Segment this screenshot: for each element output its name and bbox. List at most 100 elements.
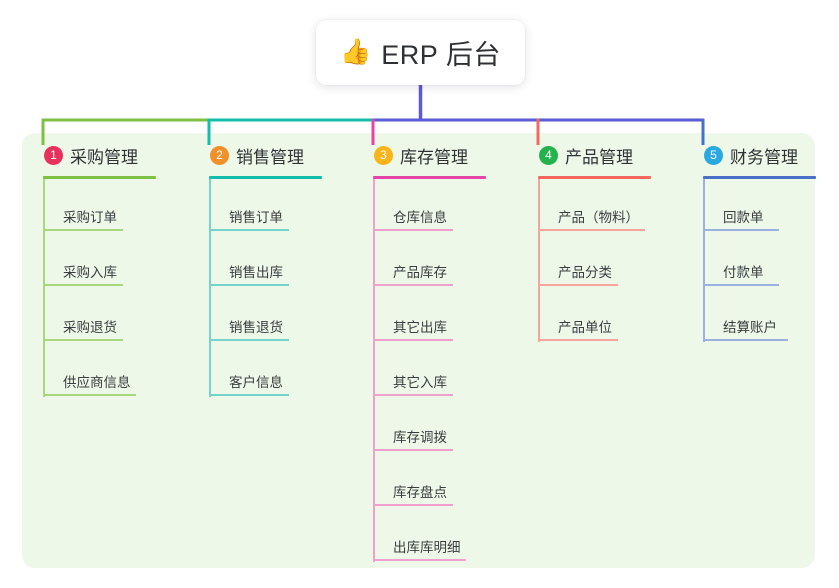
branch-spine <box>538 179 540 342</box>
branch-spine <box>43 179 45 397</box>
branch-title: 财务管理 <box>730 147 798 167</box>
leaf-item-label: 回款单 <box>723 210 764 225</box>
leaf-item[interactable]: 采购订单 <box>34 179 186 234</box>
branch-header-rule <box>209 176 322 179</box>
leaf-item[interactable]: 客户信息 <box>200 344 352 399</box>
leaf-item-rule <box>209 229 289 231</box>
leaf-item-label: 客户信息 <box>229 375 283 390</box>
leaf-item-rule <box>373 504 453 506</box>
branch-column-3: 3 库存管理仓库信息产品库存其它出库其它入库库存调拨库存盘点出库库明细 <box>364 142 516 564</box>
branch-leaf-list: 采购订单采购入库采购退货供应商信息 <box>34 179 186 399</box>
leaf-item-rule <box>373 284 453 286</box>
leaf-item-rule <box>538 339 618 341</box>
root-node-erp-backend[interactable]: 👍 ERP 后台 <box>316 20 525 85</box>
branch-spine <box>703 179 705 342</box>
leaf-item-label: 库存盘点 <box>393 485 447 500</box>
leaf-item[interactable]: 销售出库 <box>200 234 352 289</box>
branch-number-badge: 5 <box>704 145 723 165</box>
branch-header-3[interactable]: 3 库存管理 <box>364 142 516 168</box>
leaf-item-rule <box>43 229 123 231</box>
leaf-item-label: 结算账户 <box>723 320 777 335</box>
leaf-item[interactable]: 其它出库 <box>364 289 516 344</box>
leaf-item-rule <box>538 229 645 231</box>
leaf-item[interactable]: 库存调拨 <box>364 399 516 454</box>
branch-header-rule <box>43 176 156 179</box>
leaf-item[interactable]: 采购退货 <box>34 289 186 344</box>
leaf-item[interactable]: 采购入库 <box>34 234 186 289</box>
leaf-item-rule <box>43 394 136 396</box>
branch-header-4[interactable]: 4 产品管理 <box>529 142 689 168</box>
leaf-item[interactable]: 其它入库 <box>364 344 516 399</box>
leaf-item-label: 产品（物料） <box>558 210 639 225</box>
branch-number-badge: 4 <box>539 145 558 165</box>
leaf-item-rule <box>209 394 289 396</box>
leaf-item-label: 其它入库 <box>393 375 447 390</box>
branch-number-badge: 1 <box>44 145 63 165</box>
leaf-item[interactable]: 出库库明细 <box>364 509 516 564</box>
leaf-item-rule <box>703 339 788 341</box>
leaf-item[interactable]: 产品分类 <box>529 234 689 289</box>
leaf-item[interactable]: 销售退货 <box>200 289 352 344</box>
leaf-item-label: 产品分类 <box>558 265 612 280</box>
leaf-item[interactable]: 付款单 <box>694 234 839 289</box>
leaf-item-rule <box>43 284 123 286</box>
leaf-item-label: 出库库明细 <box>393 540 461 555</box>
leaf-item[interactable]: 产品库存 <box>364 234 516 289</box>
branch-header-rule <box>703 176 816 179</box>
leaf-item-rule <box>703 284 779 286</box>
branch-column-4: 4 产品管理产品（物料） 产品分类产品单位 <box>529 142 689 344</box>
branch-spine <box>373 179 375 562</box>
leaf-item-label: 付款单 <box>723 265 764 280</box>
leaf-item-rule <box>373 559 466 561</box>
leaf-item-rule <box>209 284 289 286</box>
leaf-item[interactable]: 销售订单 <box>200 179 352 234</box>
branch-leaf-list: 回款单付款单结算账户 <box>694 179 839 344</box>
branch-leaf-list: 销售订单销售出库销售退货客户信息 <box>200 179 352 399</box>
thumbs-up-icon: 👍 <box>340 38 372 66</box>
leaf-item[interactable]: 产品（物料） <box>529 179 689 234</box>
branch-leaf-list: 产品（物料） 产品分类产品单位 <box>529 179 689 344</box>
branch-header-5[interactable]: 5 财务管理 <box>694 142 839 168</box>
branch-title: 库存管理 <box>400 147 468 167</box>
leaf-item-label: 销售退货 <box>229 320 283 335</box>
branch-header-2[interactable]: 2 销售管理 <box>200 142 352 168</box>
leaf-item-rule <box>538 284 618 286</box>
leaf-item[interactable]: 产品单位 <box>529 289 689 344</box>
leaf-item[interactable]: 仓库信息 <box>364 179 516 234</box>
leaf-item-label: 库存调拨 <box>393 430 447 445</box>
root-node-title: ERP 后台 <box>381 40 501 70</box>
leaf-item-rule <box>373 449 453 451</box>
leaf-item-label: 产品库存 <box>393 265 447 280</box>
leaf-item[interactable]: 库存盘点 <box>364 454 516 509</box>
diagram-panel <box>22 133 815 568</box>
leaf-item-label: 采购退货 <box>63 320 117 335</box>
leaf-item-label: 供应商信息 <box>63 375 131 390</box>
leaf-item-label: 仓库信息 <box>393 210 447 225</box>
leaf-item-rule <box>209 339 289 341</box>
branch-leaf-list: 仓库信息产品库存其它出库其它入库库存调拨库存盘点出库库明细 <box>364 179 516 564</box>
leaf-item-label: 销售订单 <box>229 210 283 225</box>
leaf-item[interactable]: 回款单 <box>694 179 839 234</box>
branch-number-badge: 3 <box>374 145 393 165</box>
leaf-item[interactable]: 结算账户 <box>694 289 839 344</box>
leaf-item-rule <box>373 229 453 231</box>
leaf-item-label: 产品单位 <box>558 320 612 335</box>
branch-number-badge: 2 <box>210 145 229 165</box>
branch-column-2: 2 销售管理销售订单销售出库销售退货客户信息 <box>200 142 352 399</box>
leaf-item-rule <box>703 229 779 231</box>
branch-title: 产品管理 <box>565 147 633 167</box>
leaf-item-label: 采购入库 <box>63 265 117 280</box>
branch-header-rule <box>538 176 651 179</box>
leaf-item-label: 其它出库 <box>393 320 447 335</box>
leaf-item-label: 采购订单 <box>63 210 117 225</box>
branch-spine <box>209 179 211 397</box>
leaf-item-rule <box>373 339 453 341</box>
branch-header-rule <box>373 176 486 179</box>
branch-column-5: 5 财务管理回款单付款单结算账户 <box>694 142 839 344</box>
branch-title: 销售管理 <box>236 147 304 167</box>
leaf-item-label: 销售出库 <box>229 265 283 280</box>
leaf-item[interactable]: 供应商信息 <box>34 344 186 399</box>
